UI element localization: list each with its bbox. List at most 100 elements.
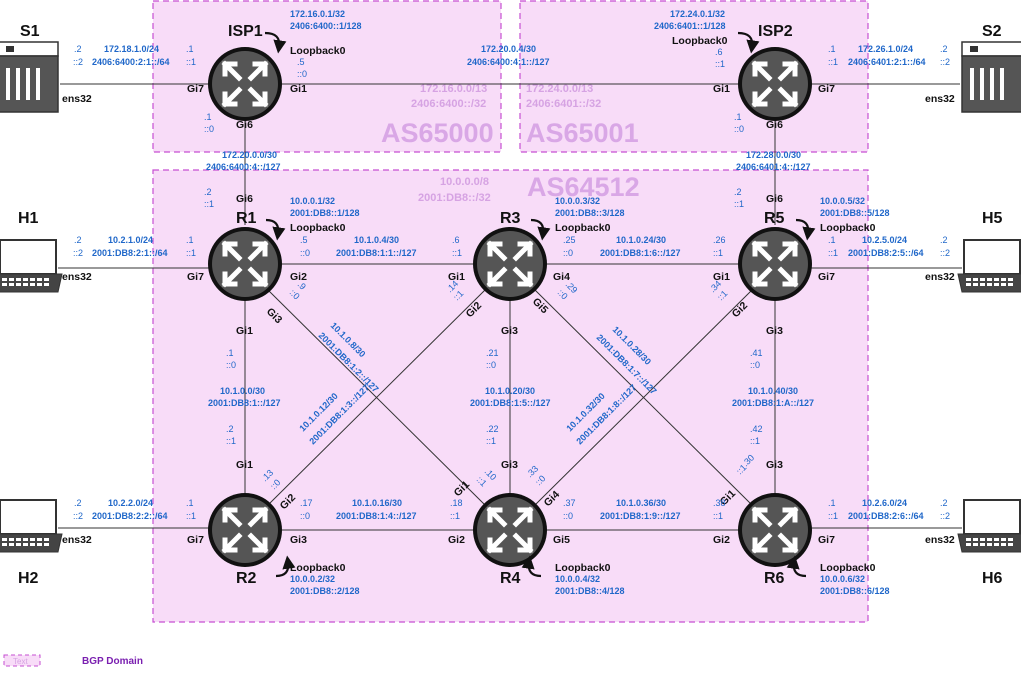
s1-server-icon[interactable]	[0, 41, 59, 113]
r5-r6-a-v4: .41	[750, 348, 763, 358]
r3-loopback-name: Loopback0	[555, 222, 611, 234]
isp1-isp2-b-v6: ::1	[715, 59, 725, 69]
r3-r4-a-v4: .21	[486, 348, 499, 358]
isp1-isp2-subnet-v6: 2406:6400:4:1::/127	[467, 57, 550, 67]
r6-gi3: Gi3	[766, 459, 783, 471]
r1-loopback-icon	[265, 218, 286, 241]
r1-loopback-v6: 2001:DB8::1/128	[290, 208, 360, 218]
r5-r6-subnet-v4: 10.1.0.40/30	[748, 386, 798, 396]
r1-router-icon[interactable]	[208, 227, 282, 301]
r4-loopback-icon	[521, 555, 542, 578]
r3-gi3: Gi3	[501, 325, 518, 337]
r5-h5-b-v6: ::2	[940, 248, 950, 258]
h6-laptop-icon[interactable]	[957, 499, 1021, 553]
as65001-prefix-v4: 172.24.0.0/13	[526, 83, 593, 95]
r3-r5-b-v6: ::1	[713, 248, 723, 258]
r6-gi2: Gi2	[713, 534, 730, 546]
isp2-gi7: Gi7	[818, 83, 835, 95]
r2-router-icon[interactable]	[208, 493, 282, 567]
r5-loopback-name: Loopback0	[820, 222, 876, 234]
r6-h6-a-v6: ::1	[828, 511, 838, 521]
s1-isp1-b-v6: ::1	[186, 57, 196, 67]
s1-isp1-subnet-v6: 2406:6400:2:1::/64	[92, 57, 170, 67]
r2-r4-a-v4: .17	[300, 498, 313, 508]
r2-r4-b-v4: .18	[450, 498, 463, 508]
r1-r3-a-v4: .5	[300, 235, 308, 245]
isp1-isp2-a-v4: .5	[297, 57, 305, 67]
r2-loopback-icon	[275, 555, 296, 578]
r1-r2-b-v6: ::1	[226, 436, 236, 446]
isp1-router-icon[interactable]	[208, 47, 282, 121]
r5-gi6: Gi6	[766, 193, 783, 205]
isp1-gi7: Gi7	[187, 83, 204, 95]
r1-r2-b-v4: .2	[226, 424, 234, 434]
h1-r1-b-v4: .1	[186, 235, 194, 245]
r1-gi2: Gi2	[290, 271, 307, 283]
h1-laptop-icon[interactable]	[0, 239, 63, 293]
r5-r6-b-v6: ::1	[750, 436, 760, 446]
r5-loopback-v4: 10.0.0.5/32	[820, 196, 865, 206]
h5-laptop-icon[interactable]	[957, 239, 1021, 293]
r3-r4-a-v6: ::0	[486, 360, 496, 370]
h1-name: H1	[18, 210, 39, 227]
r3-name: R3	[500, 210, 521, 227]
as65000-prefix-v6: 2406:6400::/32	[411, 98, 486, 110]
h5-interface: ens32	[925, 271, 955, 283]
r4-r6-subnet-v6: 2001:DB8:1:9::/127	[600, 511, 681, 521]
r3-r5-subnet-v6: 2001:DB8:1:6::/127	[600, 248, 681, 258]
r1-loopback-v4: 10.0.0.1/32	[290, 196, 335, 206]
s2-server-icon[interactable]	[961, 41, 1021, 113]
r3-router-icon[interactable]	[473, 227, 547, 301]
h1-r1-subnet-v6: 2001:DB8:2:1::/64	[92, 248, 168, 258]
isp2-s2-a-v4: .1	[828, 44, 836, 54]
as65000-label: AS65000	[381, 118, 494, 148]
s2-name: S2	[982, 23, 1002, 40]
h2-laptop-icon[interactable]	[0, 499, 63, 553]
r3-r5-b-v4: .26	[713, 235, 726, 245]
h2-r2-subnet-v6: 2001:DB8:2:2::/64	[92, 511, 168, 521]
r1-loopback-name: Loopback0	[290, 222, 346, 234]
r1-r3-b-v4: .6	[452, 235, 460, 245]
r4-gi5: Gi5	[553, 534, 570, 546]
r2-r4-b-v6: ::1	[450, 511, 460, 521]
link-r4-r5	[534, 289, 753, 506]
isp1-loopback-v4: 172.16.0.1/32	[290, 9, 345, 19]
r2-r4-a-v6: ::0	[300, 511, 310, 521]
r6-h6-b-v4: .2	[940, 498, 948, 508]
legend-swatch-text: Text	[13, 657, 28, 666]
isp2-gi6: Gi6	[766, 119, 783, 131]
r5-router-icon[interactable]	[738, 227, 812, 301]
isp2-r5-b-v4: .2	[734, 187, 742, 197]
r3-loopback-v4: 10.0.0.3/32	[555, 196, 600, 206]
r4-r6-b-v6: ::1	[713, 511, 723, 521]
r4-gi3: Gi3	[501, 459, 518, 471]
isp1-loopback-icon	[264, 31, 287, 54]
isp2-router-icon[interactable]	[738, 47, 812, 121]
r3-r4-b-v6: ::1	[486, 436, 496, 446]
r2-gi1: Gi1	[236, 459, 253, 471]
r3-loopback-icon	[530, 218, 551, 241]
r4-loopback-v6: 2001:DB8::4/128	[555, 586, 625, 596]
r3-r5-a-v4: .25	[563, 235, 576, 245]
isp1-gi1: Gi1	[290, 83, 307, 95]
legend-label: BGP Domain	[82, 656, 143, 667]
r5-h5-a-v4: .1	[828, 235, 836, 245]
r1-r3-b-v6: ::1	[452, 248, 462, 258]
isp2-r5-a-v4: .1	[734, 112, 742, 122]
r6-loopback-icon	[786, 555, 807, 578]
r5-gi7: Gi7	[818, 271, 835, 283]
isp2-loopback-v6: 2406:6401::1/128	[654, 21, 726, 31]
isp1-r1-b-v4: .2	[204, 187, 212, 197]
r4-router-icon[interactable]	[473, 493, 547, 567]
r3-r4-subnet-v6: 2001:DB8:1:5::/127	[470, 398, 551, 408]
h2-name: H2	[18, 570, 39, 587]
isp1-r1-a-v4: .1	[204, 112, 212, 122]
r5-r6-a-v6: ::0	[750, 360, 760, 370]
as64512-prefix-v6: 2001:DB8::/32	[418, 192, 491, 204]
h5-name: H5	[982, 210, 1003, 227]
r6-router-icon[interactable]	[738, 493, 812, 567]
isp1-r1-subnet-v6: 2406:6400:4::/127	[206, 162, 281, 172]
r6-loopback-v6: 2001:DB8::6/128	[820, 586, 890, 596]
r1-r3-subnet-v4: 10.1.0.4/30	[354, 235, 399, 245]
r4-name: R4	[500, 570, 521, 587]
